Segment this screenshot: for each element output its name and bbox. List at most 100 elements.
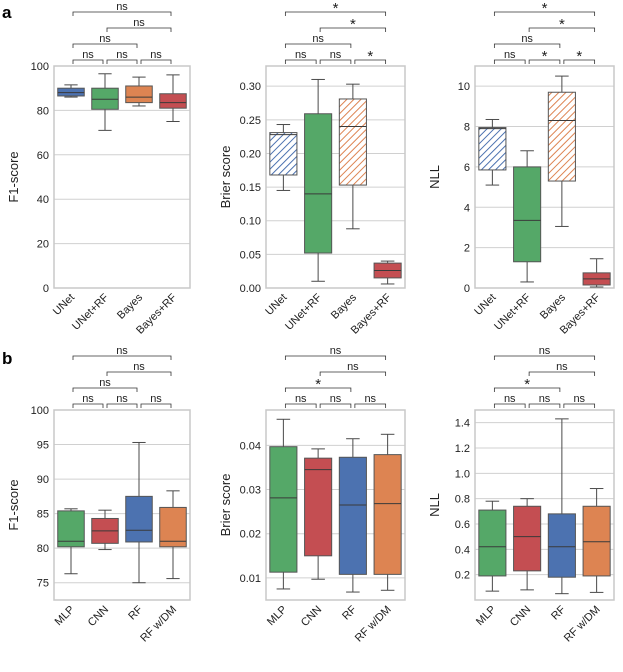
bracket-label: ns (330, 393, 342, 405)
significance-bracket: * (493, 376, 561, 393)
y-tick-label: 0.20 (240, 148, 261, 160)
y-axis-label: F1-score (6, 479, 21, 530)
significance-bracket: ns (354, 393, 387, 408)
box-unet-rf (513, 150, 542, 283)
iqr-box (547, 513, 576, 578)
significance-bracket: * (284, 376, 352, 393)
bracket-line (284, 403, 317, 408)
significance-bracket: * (528, 48, 561, 65)
iqr-box (159, 506, 187, 548)
y-tick-label: 80 (37, 105, 49, 117)
bracket-label: * (542, 48, 548, 65)
bracket-line (319, 27, 387, 32)
box-bayes-rf (159, 74, 187, 122)
bracket-line (284, 355, 387, 360)
y-tick-label: 0.30 (240, 81, 261, 93)
iqr-box (582, 505, 611, 577)
x-tick-label: RF w/DM (562, 604, 603, 645)
y-tick-label: 0.03 (240, 485, 261, 497)
significance-bracket: ns (106, 17, 172, 32)
iqr-box (125, 495, 153, 543)
bracket-label: ns (556, 361, 568, 373)
iqr-box (478, 509, 507, 577)
iqr-box (159, 93, 187, 109)
x-tick-label: RF (340, 603, 359, 622)
bracket-line (284, 59, 317, 64)
bracket-label: * (350, 16, 356, 33)
significance-bracket: ns (72, 393, 104, 408)
plot-frame (474, 409, 615, 601)
significance-bracket: ns (72, 1, 172, 16)
bracket-label: ns (573, 393, 585, 405)
bracket-label: ns (504, 49, 516, 61)
y-tick-label: 0.02 (240, 529, 261, 541)
bracket-line (106, 27, 172, 32)
box-rf-w-dm (159, 490, 187, 580)
x-tick-label: Bayes (329, 291, 359, 321)
x-tick-label: UNet (51, 292, 77, 318)
x-tick-label: RF (126, 603, 145, 622)
box-unet (57, 84, 85, 98)
y-tick-label: 40 (37, 194, 49, 206)
bracket-line (72, 59, 104, 64)
y-axis-label: NLL (427, 493, 442, 517)
y-tick-label: 0.01 (240, 573, 261, 585)
y-axis-label: NLL (427, 165, 442, 189)
y-tick-label: 2 (464, 243, 470, 255)
y-tick-label: 85 (37, 509, 49, 521)
bracket-label: ns (133, 361, 145, 373)
y-tick-label: 90 (37, 474, 49, 486)
bracket-line (493, 59, 526, 64)
y-tick-label: 0.04 (240, 440, 261, 452)
significance-bracket: ns (140, 393, 172, 408)
bracket-label: ns (82, 49, 94, 61)
significance-bracket: ns (140, 49, 172, 64)
iqr-box (513, 166, 542, 263)
bracket-line (563, 59, 596, 64)
x-tick-label: UNet (263, 292, 289, 318)
significance-bracket: ns (106, 49, 138, 64)
plot-frame (53, 65, 191, 289)
significance-bracket: ns (563, 393, 596, 408)
bracket-label: ns (521, 33, 533, 45)
bracket-line (284, 43, 352, 48)
bracket-label: ns (364, 393, 376, 405)
y-tick-label: 80 (37, 543, 49, 555)
iqr-box (513, 505, 542, 572)
bracket-label: ns (116, 345, 128, 357)
bracket-line (284, 387, 352, 392)
bracket-label: ns (295, 49, 307, 61)
y-tick-label: 75 (37, 578, 49, 590)
significance-bracket: ns (284, 345, 387, 360)
iqr-box (269, 446, 298, 573)
bracket-label: * (524, 376, 530, 393)
bracket-label: ns (539, 345, 551, 357)
bracket-line (528, 403, 561, 408)
bracket-label: * (315, 376, 321, 393)
bracket-line (140, 59, 172, 64)
y-tick-label: 0.15 (240, 182, 261, 194)
x-tick-label: Bayes (115, 291, 145, 321)
significance-bracket: ns (284, 393, 317, 408)
box-bayes (338, 83, 367, 230)
significance-bracket: ns (72, 345, 172, 360)
bracket-line (319, 403, 352, 408)
bracket-line (106, 371, 172, 376)
bracket-line (140, 403, 172, 408)
bracket-line (354, 59, 387, 64)
bracket-line (493, 387, 561, 392)
y-tick-label: 1.0 (455, 468, 470, 480)
bracket-line (72, 387, 138, 392)
significance-bracket: ns (493, 345, 596, 360)
significance-bracket: * (493, 0, 596, 17)
bracket-label: ns (312, 33, 324, 45)
significance-bracket: * (354, 48, 387, 65)
box-unet (269, 124, 298, 191)
bracket-label: ns (330, 49, 342, 61)
y-tick-label: 0.25 (240, 115, 261, 127)
